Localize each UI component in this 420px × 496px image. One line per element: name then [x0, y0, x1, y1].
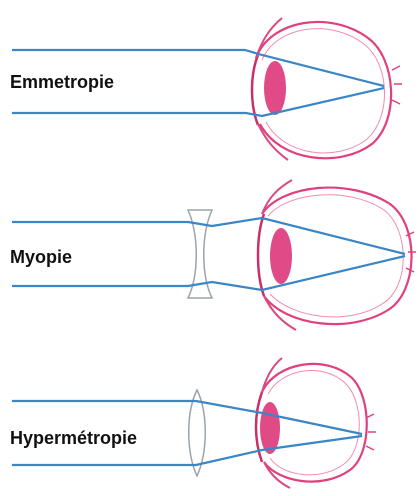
hypermetropie-lens — [260, 402, 280, 454]
emmetropie-optic-nerve — [392, 66, 402, 104]
emmetropie-label: Emmetropie — [0, 69, 120, 95]
myopie-cornea — [258, 214, 264, 296]
emmetropie-lens — [264, 61, 286, 115]
hypermetropie-label: Hypermétropie — [0, 425, 143, 451]
myopie-lens — [270, 228, 292, 284]
myopie-label: Myopie — [0, 244, 78, 270]
hypermetropie-eyeball-inner — [268, 371, 359, 475]
hypermetropie-figure — [12, 358, 376, 488]
